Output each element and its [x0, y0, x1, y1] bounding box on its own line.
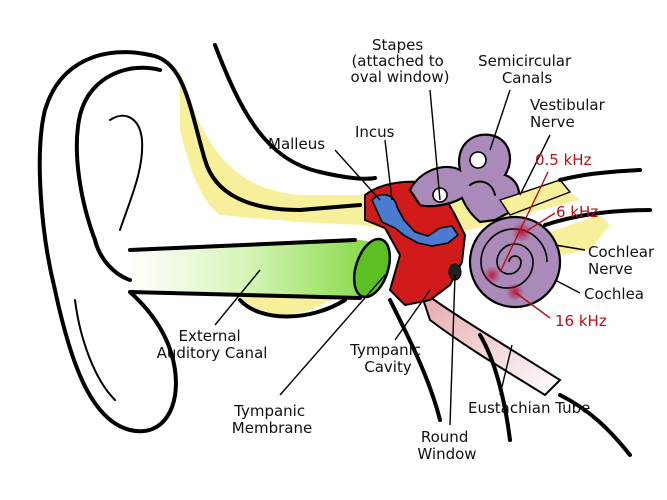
tympanic-membrane-shape: [352, 237, 392, 299]
label-cochlear-nerve: Cochlear Nerve: [588, 243, 659, 278]
label-tympanic-membrane: Tympanic Membrane: [232, 402, 312, 437]
label-05-khz: 0.5 kHz: [535, 151, 592, 169]
external-canal: [130, 240, 388, 299]
label-16-khz: 16 kHz: [555, 312, 607, 330]
ossicles-shape: [371, 193, 460, 247]
label-malleus: Malleus: [268, 135, 325, 153]
label-eustachian-tube: Eustachian Tube: [468, 399, 590, 417]
pinna-outline: [37, 50, 178, 434]
label-semicircular-canals: Semicircular Canals: [478, 52, 576, 87]
label-round-window: Round Window: [417, 428, 476, 463]
label-stapes: Stapes (attached to oval window): [351, 36, 450, 86]
label-external-auditory-canal: External Auditory Canal: [157, 327, 268, 362]
cochlea-spiral: [480, 228, 548, 289]
eustachian-tube: [418, 287, 562, 397]
label-vestibular-nerve: Vestibular Nerve: [530, 96, 610, 131]
label-cochlea: Cochlea: [584, 285, 644, 303]
label-incus: Incus: [355, 123, 395, 141]
label-6-khz: 6 kHz: [556, 203, 598, 221]
label-tympanic-cavity: Tympanic Cavity: [349, 341, 426, 376]
